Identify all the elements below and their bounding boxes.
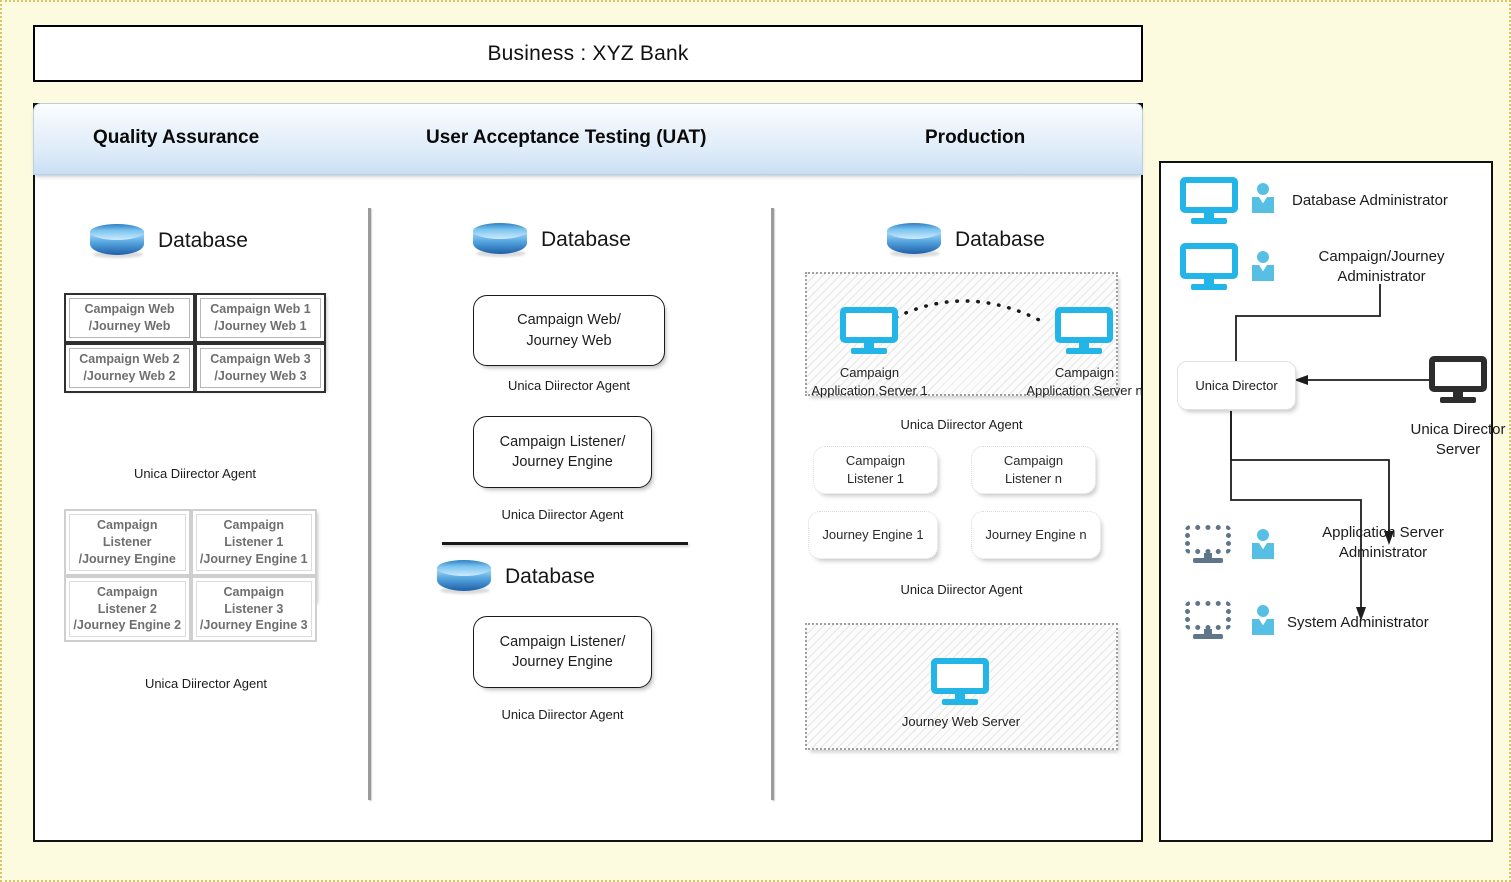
environment-tabbar — [33, 103, 1143, 175]
uat-listener-agent-caption: Unica Diirector Agent — [501, 507, 624, 522]
admin-role-application-server-administrator: Application Server Administrator — [1322, 524, 1444, 561]
uat-database-label-top: Database — [541, 228, 631, 251]
monitor-icon — [1429, 356, 1491, 405]
qa-database-group: Database — [90, 224, 248, 258]
qa-listener-cell-label: Campaign Listener 2 /Journey Engine 2 — [69, 580, 186, 638]
production-listener-n-box[interactable]: Campaign Listener n — [971, 446, 1096, 494]
monitor-icon — [1180, 243, 1242, 292]
qa-web-cell[interactable]: Campaign Web 2 /Journey Web 2 — [64, 342, 195, 393]
tab-quality-assurance[interactable]: Quality Assurance — [93, 127, 260, 148]
person-icon — [1251, 605, 1278, 636]
uat-database-group-bottom: Database — [437, 560, 595, 594]
qa-listener-cell[interactable]: Campaign Listener /Journey Engine — [64, 509, 191, 576]
qa-web-cell[interactable]: Campaign Web /Journey Web — [64, 293, 195, 343]
uat-web-box-label: Campaign Web/ Journey Web — [517, 312, 621, 349]
qa-web-cell[interactable]: Campaign Web 1 /Journey Web 1 — [195, 293, 326, 343]
qa-web-cell-label: Campaign Web 1 /Journey Web 1 — [200, 298, 321, 338]
uat-listener-box[interactable]: Campaign Listener/ Journey Engine — [473, 416, 652, 488]
production-listener-1-label: Campaign Listener 1 — [845, 452, 906, 486]
production-journey-engine-n-label: Journey Engine n — [985, 526, 1087, 542]
admin-role-system-administrator: System Administrator — [1287, 614, 1429, 631]
qa-listener-cell[interactable]: Campaign Listener 1 /Journey Engine 1 — [190, 509, 317, 576]
person-icon — [1251, 529, 1278, 560]
unica-director-box-label: Unica Director — [1195, 378, 1278, 393]
database-icon — [90, 224, 144, 258]
unica-director-box[interactable]: Unica Director — [1177, 361, 1296, 410]
uat-web-agent-caption: Unica Diirector Agent — [507, 378, 631, 393]
production-app-server-n-label: Campaign Application Server n — [1026, 365, 1143, 398]
qa-listener-cell[interactable]: Campaign Listener 3 /Journey Engine 3 — [190, 575, 317, 643]
tab-production[interactable]: Production — [925, 127, 1026, 148]
database-icon — [887, 223, 941, 257]
qa-web-cell-label: Campaign Web /Journey Web — [69, 298, 190, 338]
production-journey-web-server-label: Journey Web Server — [901, 714, 1021, 729]
monitor-icon — [840, 307, 902, 356]
unica-director-server-label: Unica Director Server — [1410, 421, 1506, 458]
qa-web-cell-label: Campaign Web 3 /Journey Web 3 — [200, 347, 321, 388]
uat-database-label-bottom: Database — [505, 565, 595, 588]
production-database-label: Database — [955, 228, 1045, 251]
database-icon — [437, 560, 491, 594]
production-journey-engine-1-box[interactable]: Journey Engine 1 — [808, 511, 938, 559]
production-app-agent-caption: Unica Diirector Agent — [900, 417, 1023, 432]
qa-listener-cell-label: Campaign Listener /Journey Engine — [69, 514, 186, 571]
column-divider-uat-production — [771, 208, 774, 800]
business-title-bar: Business : XYZ Bank — [33, 25, 1143, 82]
monitor-icon — [1180, 177, 1242, 226]
uat-web-box[interactable]: Campaign Web/ Journey Web — [473, 295, 665, 366]
qa-web-agent-caption: Unica Diirector Agent — [133, 466, 257, 481]
qa-web-cell[interactable]: Campaign Web 3 /Journey Web 3 — [195, 342, 326, 393]
uat-listener-box-label: Campaign Listener/ Journey Engine — [499, 433, 626, 470]
monitor-icon — [1055, 307, 1117, 356]
admin-role-campaign-journey-administrator: Campaign/Journey Administrator — [1318, 248, 1445, 285]
person-icon — [1251, 183, 1278, 214]
uat-listener-agent-caption-2: Unica Diirector Agent — [501, 707, 624, 722]
uat-listener-box-2-label: Campaign Listener/ Journey Engine — [499, 633, 626, 670]
production-journey-engine-1-label: Journey Engine 1 — [822, 526, 924, 542]
monitor-icon — [1185, 601, 1235, 641]
administrators-panel: Database Administrator Campaign/Journey … — [1159, 161, 1506, 842]
qa-web-cell-label: Campaign Web 2 /Journey Web 2 — [69, 347, 190, 388]
production-app-server-1-label: Campaign Application Server 1 — [811, 365, 928, 398]
uat-listener-box-2[interactable]: Campaign Listener/ Journey Engine — [473, 616, 652, 688]
qa-listener-cell-label: Campaign Listener 1 /Journey Engine 1 — [195, 514, 312, 571]
production-listener-agent-caption: Unica Diirector Agent — [900, 582, 1023, 597]
qa-database-label: Database — [158, 229, 248, 252]
qa-listener-cell-label: Campaign Listener 3 /Journey Engine 3 — [195, 580, 312, 638]
monitor-icon — [1185, 525, 1235, 565]
production-listener-1-box[interactable]: Campaign Listener 1 — [813, 446, 938, 494]
column-divider-qa-uat — [368, 208, 371, 800]
qa-web-tier-grid: Campaign Web /Journey Web Campaign Web 1… — [64, 293, 326, 393]
monitor-icon — [931, 658, 993, 707]
production-journey-engine-n-box[interactable]: Journey Engine n — [971, 511, 1101, 559]
qa-listener-tier-grid: Campaign Listener /Journey Engine Campai… — [64, 509, 317, 643]
uat-database-group-top: Database — [473, 223, 631, 257]
person-icon — [1251, 251, 1278, 282]
tab-user-acceptance-testing[interactable]: User Acceptance Testing (UAT) — [426, 127, 707, 148]
database-icon — [473, 223, 527, 257]
business-title: Business : XYZ Bank — [487, 41, 689, 65]
qa-listener-cell[interactable]: Campaign Listener 2 /Journey Engine 2 — [64, 575, 191, 643]
admin-role-database-administrator: Database Administrator — [1292, 192, 1448, 209]
uat-section-divider — [442, 542, 688, 545]
production-database-group: Database — [887, 223, 1045, 257]
qa-listener-agent-caption: Unica Diirector Agent — [144, 676, 268, 691]
production-listener-n-label: Campaign Listener n — [1003, 452, 1064, 486]
environments-panel: Quality Assurance User Acceptance Testin… — [33, 103, 1143, 842]
